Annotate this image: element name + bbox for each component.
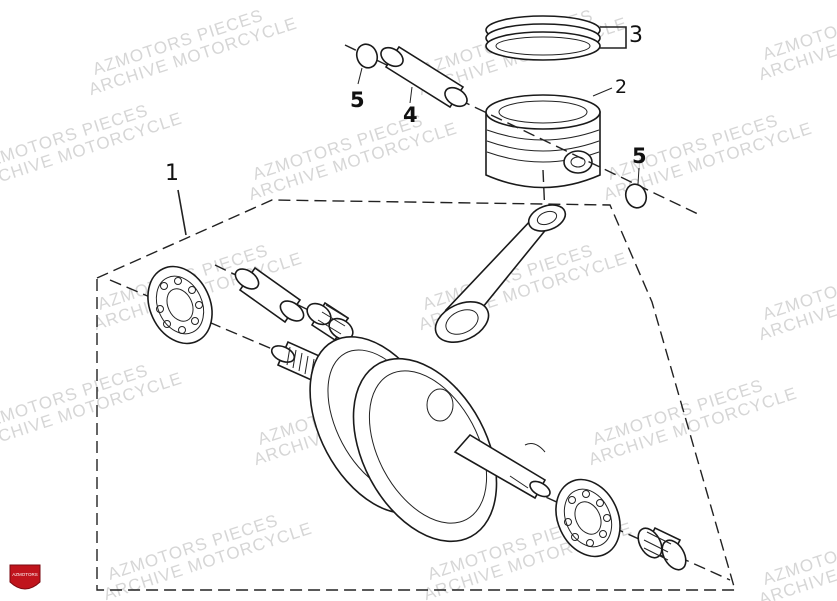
needle-bearing [306, 301, 354, 342]
leader-4 [409, 86, 413, 104]
crankshaft-right-shaft [453, 433, 551, 500]
crankshaft-flywheel [309, 336, 546, 543]
callout-2: 2 [615, 76, 627, 98]
piston [485, 94, 601, 189]
callout-3: 3 [629, 23, 643, 48]
crank-pin [234, 266, 305, 324]
assembly-boundary [96, 199, 736, 591]
logo-text: AZMOTORS [12, 572, 37, 577]
azmotors-logo: AZMOTORS [9, 564, 41, 590]
callout-4: 4 [403, 103, 418, 127]
leader-2 [592, 87, 613, 97]
leader-5-right [637, 167, 640, 185]
circlip-left [355, 43, 379, 69]
connecting-rod [434, 204, 567, 343]
callout-5-left: 5 [350, 88, 365, 112]
timing-gear [637, 526, 687, 571]
circlip-right [624, 183, 648, 209]
leader-5-left [357, 67, 363, 85]
piston-rings [485, 15, 601, 61]
piston-pin [380, 45, 468, 109]
callout-5-right: 5 [632, 144, 647, 168]
callout-1: 1 [165, 161, 179, 186]
leader-3 [600, 26, 627, 49]
leader-1 [177, 189, 187, 236]
left-bearing [147, 265, 213, 345]
right-bearing [555, 478, 621, 558]
